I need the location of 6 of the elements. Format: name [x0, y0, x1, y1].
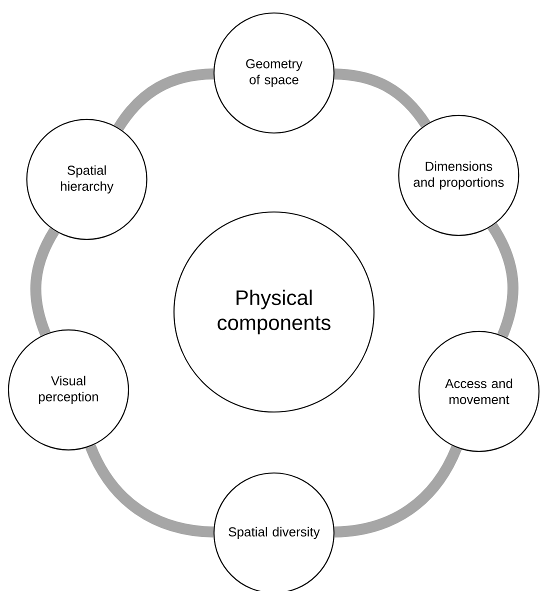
- ring-segment: [30, 228, 60, 336]
- ring-segment: [85, 444, 214, 538]
- ring-segment: [488, 222, 518, 338]
- ring-segment: [114, 68, 214, 131]
- ring-segment: [334, 445, 462, 538]
- ring-segment: [334, 68, 430, 128]
